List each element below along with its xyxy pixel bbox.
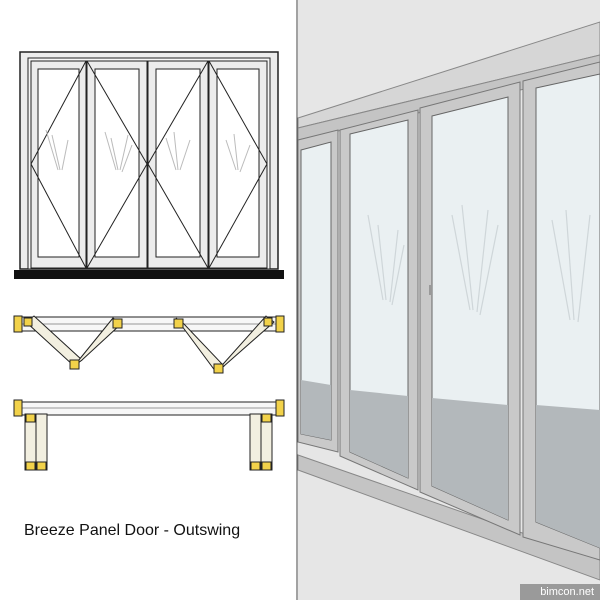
render-panel-4 — [522, 61, 600, 561]
elevation-panel-4 — [208, 60, 268, 269]
elevation-glass — [216, 68, 260, 258]
credit-text: bimcon.net — [540, 586, 594, 598]
render-panel-1 — [297, 129, 339, 453]
plan-track — [15, 401, 283, 416]
stack-left — [24, 413, 48, 471]
front-elevation — [14, 51, 284, 279]
elevation-panel-1 — [30, 60, 87, 269]
elevation-sill — [14, 270, 284, 279]
elevation-glass — [155, 68, 201, 258]
plan-hinge — [23, 317, 33, 327]
render-head-underside — [297, 54, 600, 141]
plan-jamb-right — [275, 315, 285, 333]
stack-right — [249, 413, 273, 471]
plan-view-open — [13, 315, 285, 374]
render-panel-3 — [419, 81, 521, 536]
plan-view-stacked — [13, 399, 285, 471]
plan-hinge — [213, 363, 224, 374]
caption: Breeze Panel Door - Outswing — [24, 522, 241, 539]
plan-jamb-left — [13, 315, 23, 333]
plan-jamb-right — [275, 399, 285, 417]
elevation-panel-3 — [147, 60, 209, 269]
plan-hinge — [112, 318, 123, 329]
perspective-render — [297, 0, 600, 600]
plan-hinge — [263, 317, 273, 327]
render-panel-2 — [339, 109, 419, 491]
plan-hinge — [173, 318, 184, 329]
elevation-panel-2 — [86, 60, 148, 269]
credit-bar — [520, 584, 600, 600]
render-head-frame — [297, 21, 600, 129]
plan-jamb-left — [13, 399, 23, 417]
elevation-glass — [94, 68, 140, 258]
plan-hinge — [69, 359, 80, 370]
